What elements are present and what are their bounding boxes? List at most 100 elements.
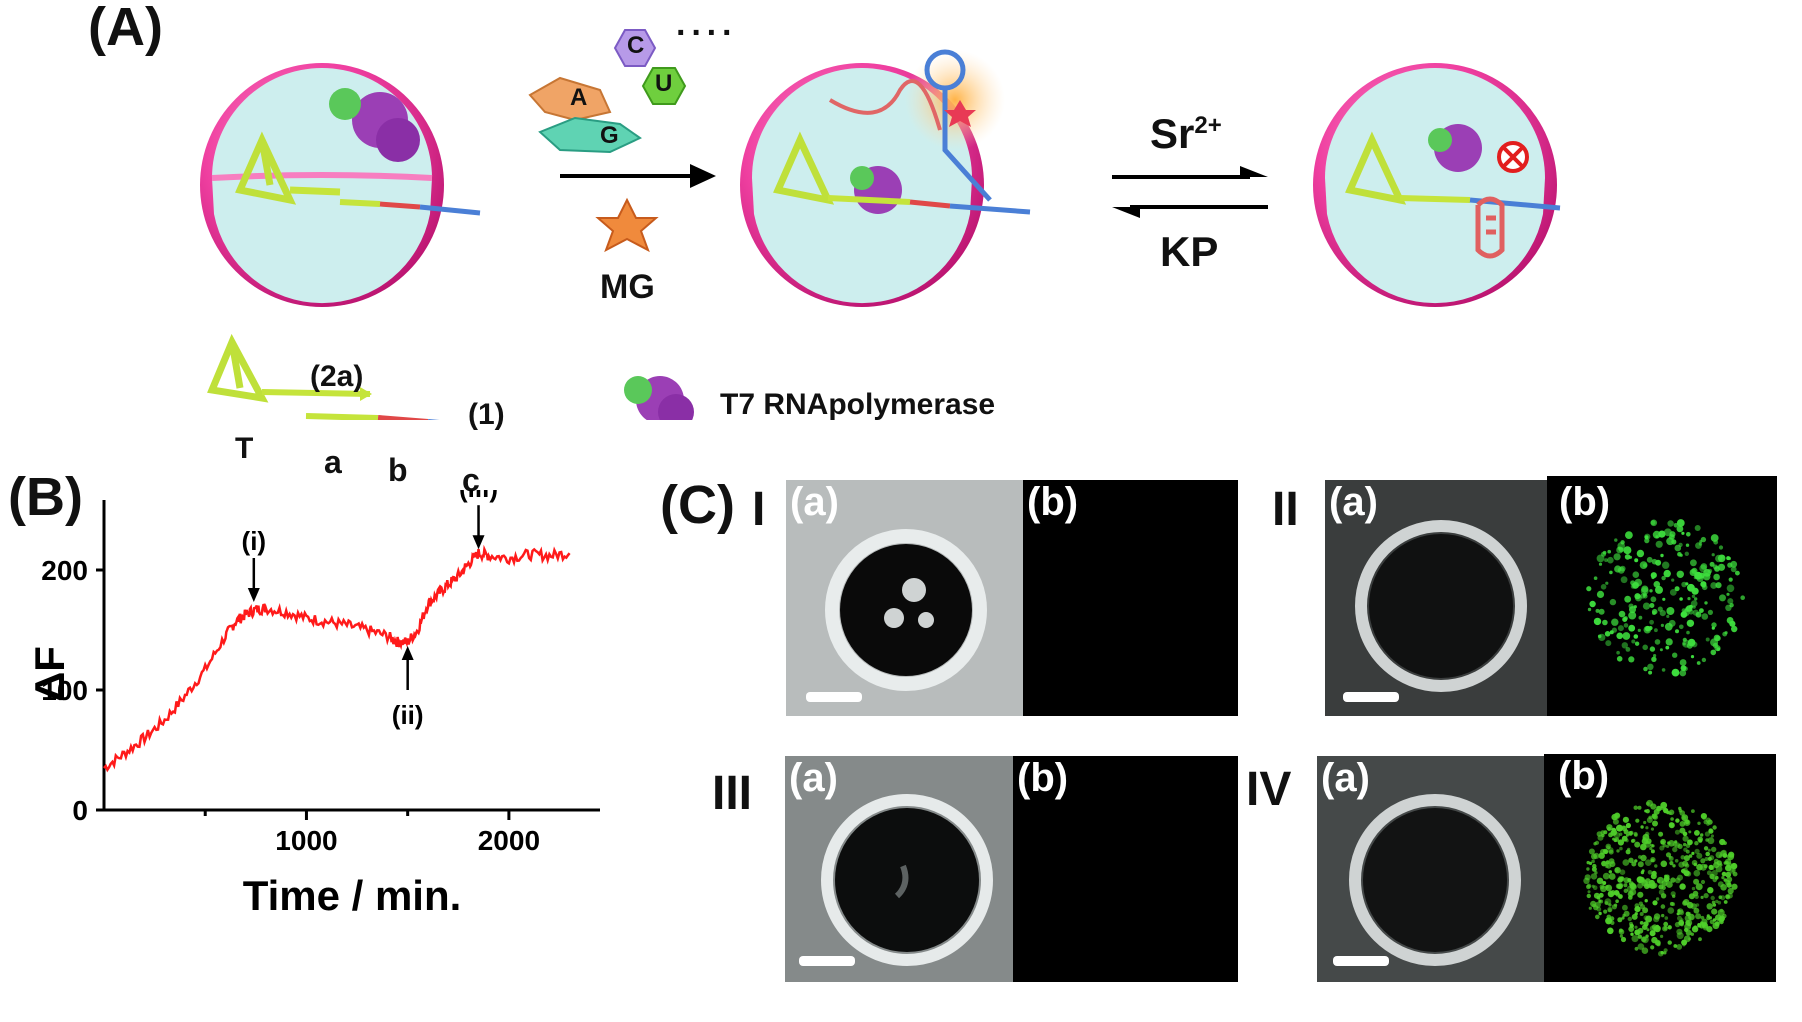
fluorescence-dot [1637, 891, 1644, 898]
scale-bar [799, 956, 855, 966]
fluorescence-dot [1640, 587, 1649, 595]
fluorescence-dot [1651, 656, 1657, 662]
fluorescence-dot [1701, 657, 1707, 663]
fluorescence-dot [1632, 571, 1640, 578]
fluorescence-dot [1622, 904, 1628, 911]
construct-label-2a: (2a) [310, 360, 364, 393]
vesicle-image [1355, 520, 1527, 692]
fluorescence-dot [1603, 849, 1609, 855]
fluorescence-dot [1666, 607, 1675, 615]
group-iii-b-label: (b) [1017, 756, 1069, 800]
fluorescence-dot [1650, 883, 1657, 889]
fluorescence-dot [1607, 927, 1614, 935]
fluorescence-dot [1637, 882, 1643, 889]
fluorescence-dot [1650, 596, 1657, 603]
fluorescence-dot [1676, 944, 1683, 950]
group-i-label: I [752, 483, 766, 536]
fluorescence-dot [1700, 879, 1706, 885]
nucleotide-g [538, 116, 642, 154]
fluorescence-dot [1695, 542, 1702, 549]
fluorescence-dot [1650, 827, 1654, 831]
fluorescence-dot [1606, 824, 1613, 831]
fluorescence-dot [1623, 623, 1629, 628]
fluorescence-dot [1616, 632, 1623, 640]
fluorescence-dot [1667, 940, 1672, 945]
fluorescence-dot [1618, 883, 1624, 888]
fluorescence-dot [1599, 899, 1604, 904]
fluorescence-dot [1652, 611, 1656, 615]
fluorescence-dot [1690, 903, 1697, 910]
polymerase-icon [329, 88, 420, 162]
fluorescence-dot [1610, 829, 1618, 836]
fluorescence-dot [1614, 538, 1618, 542]
fluorescence-dot [1663, 569, 1671, 578]
fluorescence-dot [1699, 608, 1704, 613]
fluorescence-dot [1619, 876, 1624, 881]
polymerase-legend-icon [624, 376, 694, 420]
fluorescence-dot [1680, 855, 1685, 860]
fluorescence-dot [1631, 913, 1638, 920]
fluorescence-dot [1650, 945, 1655, 950]
fluorescence-dot [1660, 951, 1664, 955]
fluorescence-dot [1681, 581, 1687, 588]
nucleotide-a-label: A [570, 84, 588, 111]
reversible-arrows [1112, 166, 1268, 218]
fluorescence-dot [1700, 563, 1708, 570]
fluorescence-dot [1636, 876, 1644, 884]
fluorescence-dot [1634, 946, 1639, 951]
fluorescence-dot [1740, 595, 1745, 600]
fluorescence-dot [1619, 869, 1626, 875]
fluorescence-dot [1704, 857, 1709, 861]
x-tick-label: 1000 [275, 825, 337, 856]
construct-label-1: (1) [468, 398, 505, 431]
fluorescence-dot [1634, 641, 1640, 646]
fluorescence-dot [1627, 847, 1631, 851]
fluorescence-dot [1663, 948, 1668, 953]
fluorescence-dot [1630, 839, 1635, 843]
fluorescence-dot [1711, 626, 1715, 630]
fluorescence-dot [1634, 841, 1641, 848]
fluorescence-dot [1606, 845, 1611, 850]
fluorescence-dot [1642, 602, 1651, 610]
fluorescence-dot [1699, 863, 1707, 871]
fluorescence-dot [1639, 904, 1646, 910]
fluorescence-dot [1651, 936, 1658, 944]
fluorescence-dot [1655, 897, 1660, 901]
fluorescence-dot [1727, 881, 1731, 885]
fluorescence-dot [1607, 549, 1611, 554]
fluorescence-dot [1625, 822, 1631, 829]
fluorescence-dot [1603, 909, 1608, 914]
fluorescence-dot [1608, 849, 1614, 855]
fluorescence-dot [1637, 943, 1645, 950]
fluorescence-dot [1615, 899, 1619, 903]
fluorescence-dot [1652, 820, 1658, 827]
fluorescence-dot [1586, 860, 1590, 865]
fluorescence-dot [1634, 558, 1639, 563]
fluorescence-dot [1693, 878, 1700, 885]
fluorescence-dot [1668, 822, 1675, 829]
fluorescence-dot [1674, 840, 1678, 844]
fluorescence-dot [1658, 884, 1664, 890]
fluorescence-dot [1625, 531, 1633, 539]
vesicle-1 [200, 63, 481, 307]
fluorescence-dot [1608, 903, 1612, 907]
nucleotide-u-label: U [655, 70, 673, 97]
fluorescence-dot [1666, 881, 1673, 888]
fluorescence-dot [1728, 851, 1735, 858]
fluorescence-dot [1644, 899, 1648, 903]
fluorescence-dot [1731, 883, 1738, 890]
fluorescence-dot [1721, 876, 1725, 880]
fluorescence-dot [1656, 876, 1664, 884]
group-ii-label: II [1272, 483, 1299, 536]
fluorescence-dot [1633, 831, 1638, 837]
fluorescence-dot [1664, 916, 1669, 920]
fluorescence-dot [1660, 623, 1664, 627]
nucleotide-c-label: C [627, 32, 645, 59]
fluorescence-dot [1683, 819, 1691, 826]
fluorescence-dot [1681, 531, 1685, 535]
fluorescence-dot [1645, 809, 1650, 814]
fluorescence-dot [1591, 859, 1595, 864]
fluorescence-dot [1698, 838, 1703, 843]
fluorescence-dot [1659, 610, 1666, 617]
